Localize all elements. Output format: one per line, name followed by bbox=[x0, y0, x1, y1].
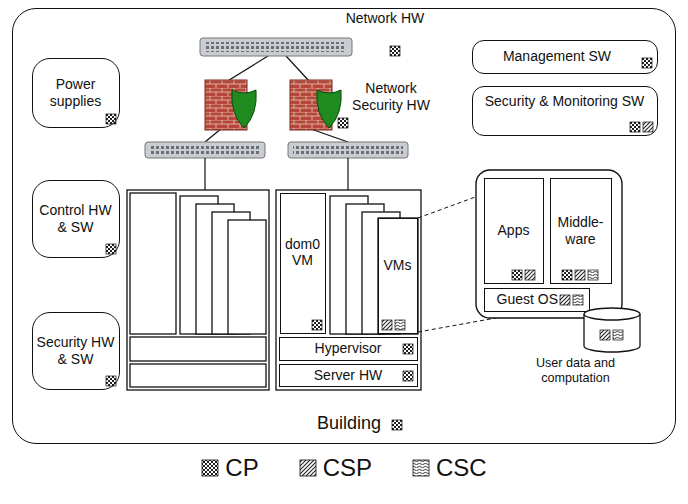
component-box: Control HW & SW bbox=[32, 180, 120, 258]
drawing-part bbox=[378, 218, 418, 334]
drawing-part bbox=[293, 145, 403, 155]
responsibility-swatch bbox=[562, 270, 572, 280]
drawing-part bbox=[130, 337, 266, 361]
drawing-part bbox=[276, 190, 421, 390]
responsibility-swatch bbox=[403, 371, 413, 381]
drawing-part bbox=[418, 318, 496, 332]
node-label: Security HW & SW bbox=[36, 334, 116, 368]
network-switch bbox=[145, 142, 265, 158]
network-switch bbox=[288, 142, 408, 158]
component-box: Server HW bbox=[279, 364, 418, 387]
legend-swatch-fill bbox=[300, 460, 316, 476]
component-box: Security HW & SW bbox=[32, 312, 120, 390]
node-label: Guest OS bbox=[497, 291, 558, 308]
component-box: Apps bbox=[484, 178, 544, 284]
drawing-part bbox=[288, 142, 408, 158]
drawing-part bbox=[476, 170, 622, 318]
legend-item: CP bbox=[201, 454, 258, 482]
server-rack bbox=[127, 190, 269, 390]
responsibility-swatch bbox=[106, 376, 116, 386]
drawing-part bbox=[226, 56, 268, 82]
responsibility-swatch bbox=[392, 420, 402, 430]
drawing-part bbox=[228, 220, 266, 334]
responsibility-swatch bbox=[560, 295, 570, 305]
node-label: Power supplies bbox=[36, 76, 116, 110]
node-label: User data and computation bbox=[508, 356, 644, 386]
drawing-part bbox=[150, 145, 260, 155]
responsibility-swatch bbox=[575, 270, 585, 280]
legend-label: CSP bbox=[323, 454, 372, 482]
legend-swatch-fill bbox=[413, 460, 429, 476]
drawing-part bbox=[286, 56, 310, 82]
data-store: User data and computation bbox=[508, 306, 644, 394]
legend-swatch-fill bbox=[202, 460, 218, 476]
responsibility-swatch bbox=[338, 118, 348, 128]
legend-label: CSC bbox=[436, 454, 487, 482]
drawing-part bbox=[418, 196, 478, 218]
responsibility-swatch bbox=[382, 320, 392, 330]
responsibility-swatch bbox=[403, 344, 413, 354]
responsibility-swatch bbox=[573, 295, 583, 305]
node-label: Middle-ware bbox=[554, 214, 608, 248]
component-box: Power supplies bbox=[32, 58, 120, 128]
responsibility-swatch bbox=[588, 270, 598, 280]
drawing-part bbox=[130, 364, 266, 387]
component-box: Security & Monitoring SW bbox=[472, 86, 658, 136]
responsibility-swatch bbox=[643, 122, 653, 132]
zoom-callout bbox=[418, 170, 622, 332]
responsibility-swatch bbox=[106, 114, 116, 124]
part-label: Network HW bbox=[340, 10, 430, 27]
responsibility-swatch bbox=[312, 320, 322, 330]
legend: CP CSP CSC bbox=[0, 454, 688, 482]
drawing-part bbox=[130, 193, 176, 334]
network-wires bbox=[205, 56, 348, 142]
legend-item: CSC bbox=[412, 454, 487, 482]
node-label: Hypervisor bbox=[315, 340, 382, 357]
component-box: Middle-ware bbox=[550, 178, 612, 284]
responsibility-swatch bbox=[512, 270, 522, 280]
drawing-part bbox=[232, 90, 257, 128]
legend-item: CSP bbox=[299, 454, 372, 482]
firewall bbox=[290, 80, 341, 130]
responsibility-swatch bbox=[525, 270, 535, 280]
drawing-part bbox=[127, 190, 269, 390]
node-label: Management SW bbox=[503, 48, 611, 65]
responsibility-swatch bbox=[390, 46, 400, 56]
component-box: Management SW bbox=[472, 40, 658, 74]
network-switch bbox=[200, 38, 352, 56]
legend-swatch bbox=[201, 459, 219, 477]
firewall bbox=[205, 80, 256, 130]
node-label: Server HW bbox=[314, 367, 382, 384]
node-label: VMs bbox=[381, 257, 415, 274]
legend-swatch bbox=[299, 459, 317, 477]
server-rack bbox=[276, 190, 421, 390]
part-label: Network Security HW bbox=[344, 80, 438, 114]
legend-label: CP bbox=[225, 454, 258, 482]
responsibility-swatch bbox=[106, 244, 116, 254]
component-box: dom0 VM bbox=[280, 193, 326, 334]
node-label: Security & Monitoring SW bbox=[475, 93, 655, 110]
responsibility-swatch bbox=[642, 58, 652, 68]
drawing-part bbox=[204, 158, 205, 190]
building-boundary: Building Power suppliesControl HW & SW Sec… bbox=[12, 8, 676, 444]
node-label: Apps bbox=[498, 222, 530, 239]
responsibility-swatch bbox=[395, 320, 405, 330]
responsibility-swatch bbox=[630, 122, 640, 132]
network-wires bbox=[205, 158, 348, 190]
drawing-part bbox=[347, 158, 348, 190]
component-box: VMs bbox=[378, 218, 418, 334]
node-label: Control HW & SW bbox=[36, 202, 116, 236]
legend-swatch bbox=[412, 459, 430, 477]
drawing-part bbox=[206, 42, 346, 52]
node-label: Building bbox=[281, 413, 381, 435]
node-label: dom0 VM bbox=[283, 236, 323, 270]
drawing-part bbox=[200, 38, 352, 56]
drawing-part bbox=[145, 142, 265, 158]
drawing-part bbox=[317, 90, 342, 128]
component-box: Hypervisor bbox=[279, 337, 418, 361]
component-box: Guest OS bbox=[484, 288, 590, 312]
